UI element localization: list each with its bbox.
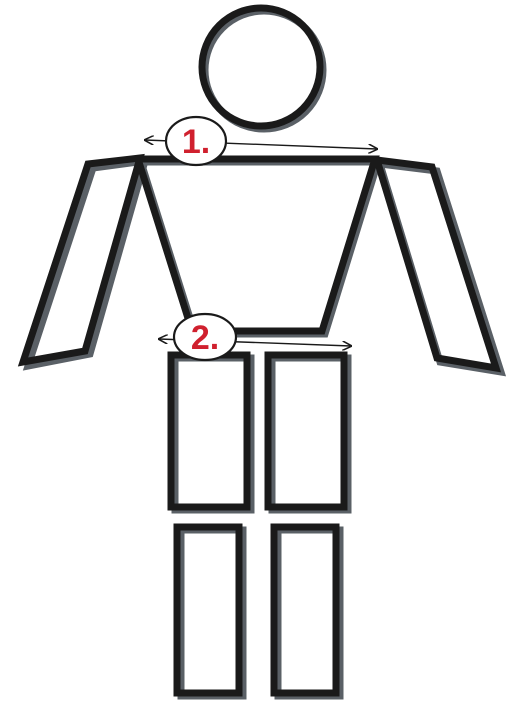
- head: [202, 8, 320, 126]
- right-arm: [377, 160, 496, 368]
- right-thigh: [268, 355, 344, 507]
- left-shin: [177, 527, 239, 693]
- marker-2-label: 2.: [191, 319, 219, 357]
- right-shin: [274, 527, 336, 693]
- torso: [138, 159, 375, 331]
- marker-1-label: 1.: [182, 123, 210, 161]
- left-thigh: [171, 355, 247, 507]
